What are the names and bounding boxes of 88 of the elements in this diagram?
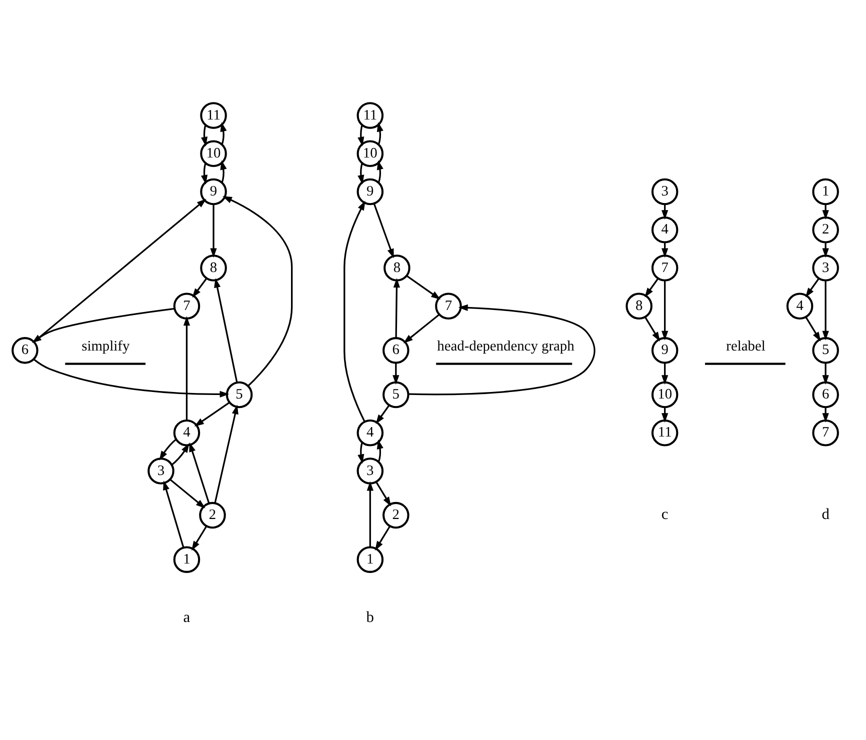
arrow [822, 280, 829, 340]
node-circle: 8 [384, 254, 410, 282]
node-circle: 11 [200, 102, 227, 129]
arrow [33, 198, 206, 343]
arrow [170, 479, 206, 508]
arrow [32, 308, 175, 343]
arrow [183, 316, 190, 420]
arrow [163, 480, 184, 548]
node-circle: 10 [651, 381, 678, 408]
arrow [192, 526, 208, 551]
node-circle: 9 [356, 178, 384, 206]
node-circle: 1 [173, 546, 200, 573]
arrow [210, 204, 217, 258]
arrow [171, 443, 190, 466]
node-circle: 10 [200, 140, 227, 167]
node-circle: 8 [626, 292, 652, 320]
arrow [408, 304, 596, 396]
label: c [661, 506, 668, 523]
arrow [403, 314, 440, 344]
node-circle: 3 [148, 458, 174, 484]
node-circle: 7 [173, 292, 200, 320]
node-circle: 1 [812, 178, 839, 206]
arrow [200, 125, 208, 146]
arrow [805, 316, 821, 342]
arrow [805, 278, 820, 298]
arrow [220, 160, 227, 183]
arrow [214, 404, 238, 504]
arrow [662, 363, 668, 385]
label: simplify [82, 338, 130, 355]
arrow [189, 442, 210, 504]
arrow [393, 278, 400, 338]
node-circle: 3 [812, 254, 839, 282]
arrow [220, 122, 227, 145]
node-circle: 6 [382, 337, 410, 364]
arrow [376, 439, 384, 462]
node-circle: 7 [812, 419, 839, 446]
node-circle: 6 [812, 381, 839, 408]
node-circle: 2 [382, 502, 410, 529]
node-circle: 8 [200, 254, 227, 282]
arrow [214, 278, 238, 383]
arrow [358, 125, 364, 146]
arrow [662, 280, 668, 340]
node-circle: 1 [356, 546, 384, 573]
node-circle: 11 [651, 419, 678, 446]
arrow [375, 481, 392, 506]
arrow [822, 363, 829, 385]
arrow [373, 203, 394, 258]
label: relabel [726, 338, 766, 355]
arrow [644, 278, 659, 298]
node-circle: 4 [786, 292, 814, 320]
arrow [192, 278, 208, 298]
node-circle: 4 [356, 419, 384, 446]
node-circle: 5 [382, 381, 410, 408]
label: a [183, 608, 190, 626]
arrow [194, 402, 230, 427]
arrow [200, 163, 208, 185]
node-circle: 9 [200, 178, 227, 206]
node-circle: 6 [12, 337, 38, 364]
node-circle: 9 [651, 337, 678, 364]
arrow [358, 163, 364, 185]
arrow [344, 200, 366, 422]
arrow [222, 196, 293, 386]
arrow [392, 363, 400, 385]
node-circle: 4 [651, 216, 678, 244]
arrow [376, 160, 384, 183]
arrow [358, 442, 364, 464]
node-circle: 5 [226, 381, 253, 408]
node-circle: 3 [356, 458, 384, 484]
arrow [366, 481, 374, 548]
arrow [406, 275, 441, 300]
arrow [33, 358, 230, 398]
arrow [376, 404, 390, 424]
label: d [822, 506, 830, 523]
node-circle: 2 [812, 216, 839, 244]
label: b [366, 608, 374, 626]
arrow [374, 526, 391, 551]
node-circle: 7 [435, 292, 462, 320]
arrow [644, 316, 660, 342]
label: head-dependency graph [437, 338, 574, 355]
node-circle: 11 [356, 102, 384, 129]
node-circle: 10 [356, 140, 384, 167]
node-circle: 2 [199, 502, 226, 529]
node-circle: 3 [651, 178, 678, 206]
arrow [159, 438, 177, 460]
node-circle: 5 [812, 337, 839, 364]
arrow [376, 122, 384, 145]
node-circle: 4 [173, 419, 200, 446]
node-circle: 7 [651, 254, 678, 282]
